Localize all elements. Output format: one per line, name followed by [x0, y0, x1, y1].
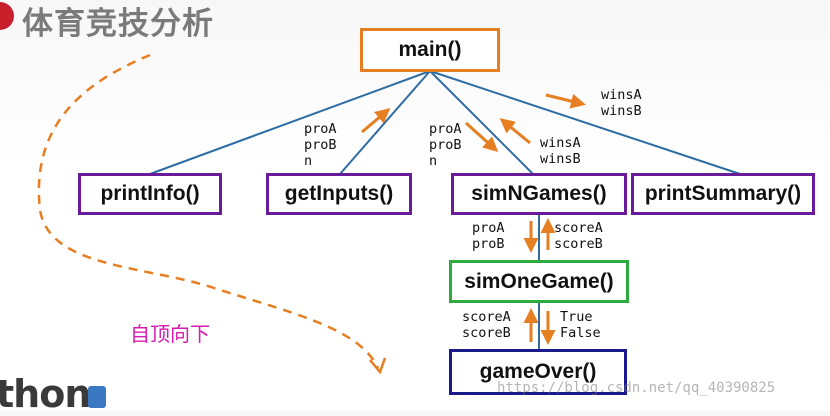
- node-gameOver: gameOver(): [449, 349, 627, 395]
- connector-main-printInfo: [149, 70, 431, 175]
- top-down-note: 自顶向下: [130, 322, 210, 346]
- python-logo-mark: [88, 386, 106, 408]
- flow-dashed-curve: [37, 53, 380, 369]
- arrow-simNGames-to-main: [499, 118, 531, 145]
- node-printInfo: printInfo(): [78, 173, 222, 215]
- slide-title: 体育竞技分析: [22, 6, 214, 42]
- flow-dashed-arrowhead: [369, 357, 387, 375]
- arrow-getInputs-to-main: [361, 108, 391, 134]
- label-gameOver-params: scoreA scoreB: [462, 309, 511, 341]
- label-gameOver-returns: True False: [560, 309, 601, 341]
- title-bullet: [0, 2, 14, 30]
- node-simNGames: simNGames(): [451, 173, 627, 215]
- node-simOneGame: simOneGame(): [449, 260, 629, 303]
- label-printSummary-params: winsA winsB: [601, 87, 642, 119]
- connector-main-printSummary: [429, 70, 741, 175]
- connector-main-getInputs: [339, 70, 431, 175]
- arrow-main-to-simNGames: [464, 121, 499, 153]
- node-printSummary: printSummary(): [631, 173, 815, 215]
- connector-main-simNGames: [429, 70, 534, 175]
- label-getInputs-returns: proA proB n: [304, 121, 337, 169]
- node-getInputs: getInputs(): [266, 173, 412, 215]
- watermark-url: https://blog.csdn.net/qq_40390825: [497, 380, 776, 396]
- arrow-main-to-printSummary: [545, 93, 586, 109]
- label-simNGames-returns: winsA winsB: [540, 135, 581, 167]
- label-simOneGame-params: proA proB: [472, 220, 505, 252]
- python-logo-fragment: thon: [0, 372, 91, 416]
- label-simOneGame-returns: scoreA scoreB: [554, 220, 603, 252]
- node-main: main(): [360, 28, 500, 72]
- label-simNGames-params: proA proB n: [429, 121, 462, 169]
